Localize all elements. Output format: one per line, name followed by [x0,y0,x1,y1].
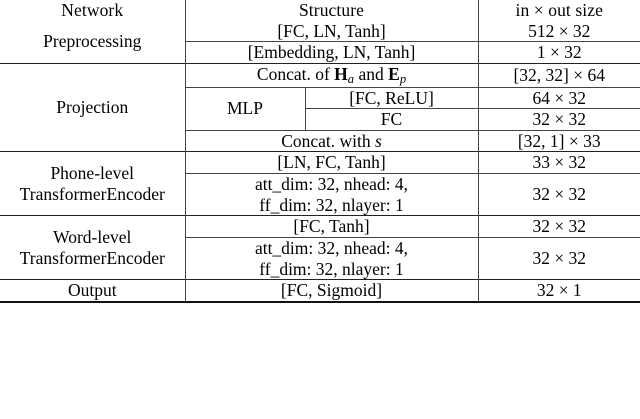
cell-structure-transformer-params: att_dim: 32, nhead: 4, ff_dim: 32, nlaye… [184,237,478,280]
cell-structure: [LN, FC, Tanh] [184,151,478,174]
cell-group-mlp: MLP [184,86,306,131]
table-row: Preprocessing [FC, LN, Tanh] 512 × 32 [0,20,640,51]
cell-structure-concat-ha-ep: Concat. of Ha and Ep [184,62,478,88]
cell-size: 32 × 1 [477,279,640,303]
cell-structure: FC [305,108,478,131]
cell-size: 32 × 32 [477,173,640,216]
table-row: Phone-level TransformerEncoder [LN, FC, … [0,151,640,216]
table-row: att_dim: 32, nhead: 4, ff_dim: 32, nlaye… [0,173,640,216]
cell-size: [32, 32] × 64 [477,62,640,88]
cell-size: 32 × 32 [477,215,640,238]
table-row: Projection Concat. of Ha and Ep [32, 32]… [0,62,640,152]
cell-structure-transformer-params: att_dim: 32, nhead: 4, ff_dim: 32, nlaye… [184,173,478,216]
cell-network-preprocessing: Preprocessing [43,31,142,52]
cell-network-output: Output [0,279,185,303]
network-label-line1: Phone-level [50,163,135,184]
cell-network-word-level: Word-level TransformerEncoder [0,215,185,280]
header-size: in × out size [477,0,640,21]
table-row: att_dim: 32, nhead: 4, ff_dim: 32, nlaye… [0,237,640,280]
table-row: [Embedding, LN, Tanh] 1 × 32 [0,41,640,64]
table-row: Word-level TransformerEncoder [FC, Tanh]… [0,215,640,280]
cell-size: 1 × 32 [477,41,640,64]
network-label-line1: Word-level [53,227,132,248]
cell-network-projection: Projection [0,62,185,152]
header-structure: Structure [184,0,478,21]
table-row: Output [FC, Sigmoid] 32 × 1 [0,279,640,303]
param-line1: att_dim: 32, nhead: 4, [254,238,409,259]
param-line1: att_dim: 32, nhead: 4, [254,174,409,195]
cell-size: 64 × 32 [477,86,640,109]
cell-size: [32, 1] × 33 [477,129,640,152]
table-row: FC 32 × 32 [0,108,640,131]
cell-size: 512 × 32 [477,20,640,42]
cell-size: 32 × 32 [477,237,640,280]
cell-structure: [FC, Tanh] [184,215,478,238]
header-network: Network [61,0,124,20]
cell-network-phone-level: Phone-level TransformerEncoder [0,151,185,216]
cell-structure: [FC, LN, Tanh] [184,20,478,42]
network-architecture-table: Network Structure in × out size Preproce… [0,0,640,303]
network-label-line2: TransformerEncoder [19,247,165,268]
table-row: MLP [FC, ReLU] 64 × 32 [0,86,640,131]
table-header-row: Network Structure in × out size [0,0,640,21]
cell-size: 33 × 32 [477,151,640,174]
table-row: Concat. with s [32, 1] × 33 [0,129,640,152]
network-label-line2: TransformerEncoder [19,183,165,204]
cell-size: 32 × 32 [477,108,640,131]
cell-structure: [FC, Sigmoid] [184,279,478,303]
param-line2: ff_dim: 32, nlayer: 1 [259,258,404,279]
cell-structure: [FC, ReLU] [305,86,478,109]
cell-structure-concat-s: Concat. with s [184,129,478,152]
cell-structure: [Embedding, LN, Tanh] [184,41,478,64]
param-line2: ff_dim: 32, nlayer: 1 [259,194,404,215]
